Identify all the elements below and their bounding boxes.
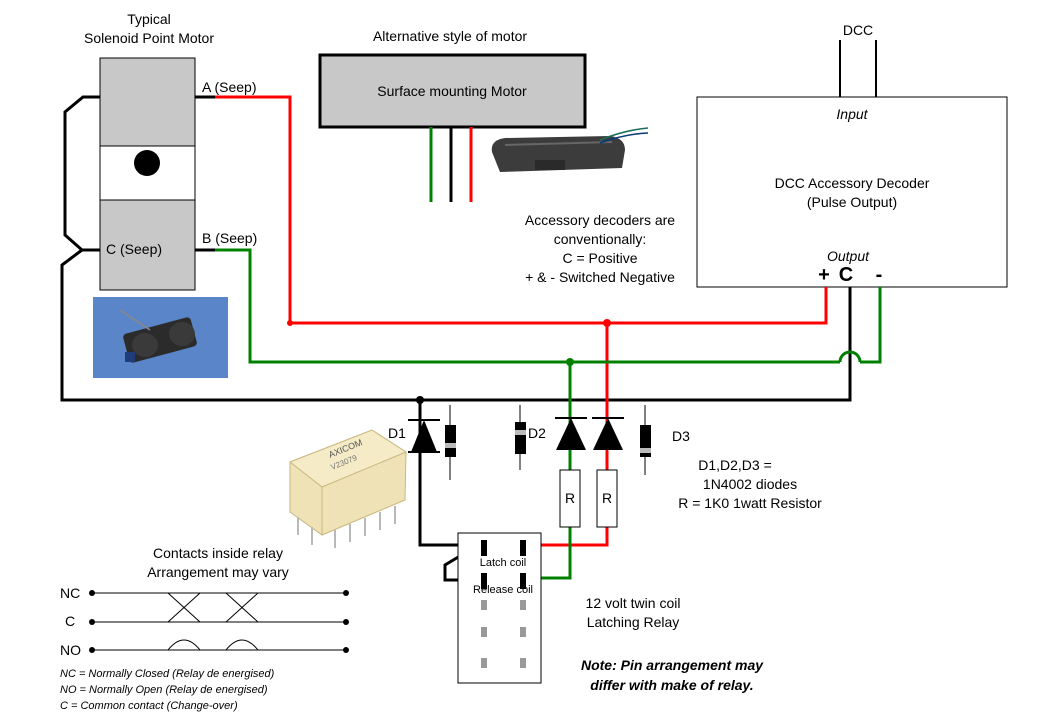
resistor-1-label: R xyxy=(565,490,575,506)
legend-line-3: R = 1K0 1watt Resistor xyxy=(678,495,822,511)
contact-key-nc: NC = Normally Closed (Relay de energised… xyxy=(60,668,275,680)
surface-motor-photo xyxy=(491,127,649,172)
decoder-plus-terminal: + xyxy=(818,264,830,286)
junction-red-2 xyxy=(603,319,611,327)
decoder-box xyxy=(696,96,1008,288)
junction-red-1 xyxy=(287,320,293,326)
legend-line-1: D1,D2,D3 = xyxy=(698,457,772,473)
junction-green xyxy=(566,358,574,366)
contacts-schematic xyxy=(92,592,346,651)
terminal-a-label: A (Seep) xyxy=(202,79,256,95)
contact-nc-label: NC xyxy=(60,585,80,601)
decoder-common-terminal: C xyxy=(839,264,853,286)
diode-d2-label: D2 xyxy=(528,425,546,441)
relay-title-2: Latching Relay xyxy=(587,614,680,630)
relay-pin-box xyxy=(457,532,542,684)
decoder-title-2: (Pulse Output) xyxy=(807,194,897,210)
contact-key-no: NO = Normally Open (Relay de energised) xyxy=(60,684,268,696)
contact-key-c: C = Common contact (Change-over) xyxy=(60,700,238,712)
diode-d1-symbol xyxy=(408,419,440,453)
relay-photo: AXICOM V23079 xyxy=(289,429,408,548)
contact-terminals xyxy=(89,590,349,653)
release-coil-label: Release coil xyxy=(473,584,533,596)
relay-title-1: 12 volt twin coil xyxy=(586,595,681,611)
diode-d3-label: D3 xyxy=(672,428,690,444)
contact-no-label: NO xyxy=(60,642,81,658)
diode-d1-component xyxy=(445,405,456,480)
contacts-title-2: Arrangement may vary xyxy=(147,564,289,580)
junction-black xyxy=(416,396,424,404)
pin-note-1: Note: Pin arrangement may xyxy=(581,657,764,673)
contacts-title-1: Contacts inside relay xyxy=(153,545,283,561)
contact-c-label: C xyxy=(65,613,75,629)
diode-d3-symbol xyxy=(592,417,624,450)
resistor-2-label: R xyxy=(602,490,612,506)
diode-d3-component xyxy=(640,405,651,475)
terminal-c-label: C (Seep) xyxy=(106,241,162,257)
solenoid-motor xyxy=(99,57,196,291)
motor-title-1: Typical xyxy=(127,11,171,27)
decoder-minus-terminal: - xyxy=(876,264,883,286)
accessory-note-1: Accessory decoders are xyxy=(525,212,675,228)
diode-d1-label: D1 xyxy=(388,425,406,441)
legend-line-2: 1N4002 diodes xyxy=(703,476,797,492)
accessory-note-3: C = Positive xyxy=(562,250,637,266)
pin-note-2: differ with make of relay. xyxy=(590,677,753,693)
decoder-title-1: DCC Accessory Decoder xyxy=(775,175,930,191)
accessory-note-2: conventionally: xyxy=(554,231,647,247)
surface-motor-label: Surface mounting Motor xyxy=(377,83,527,99)
relay-pins xyxy=(481,540,526,668)
decoder-input-label: Input xyxy=(836,106,868,122)
resistor-2 xyxy=(596,469,618,528)
seep-motor-photo xyxy=(93,297,228,378)
diode-d2-symbol xyxy=(555,417,587,450)
alt-motor-caption: Alternative style of motor xyxy=(373,28,527,44)
diode-d2-component xyxy=(515,405,526,470)
surface-motor-box xyxy=(318,53,587,129)
motor-title-2: Solenoid Point Motor xyxy=(84,30,214,46)
decoder-output-label: Output xyxy=(827,248,870,264)
motor-plunger xyxy=(134,150,160,176)
accessory-note-4: + & - Switched Negative xyxy=(525,269,675,285)
latch-coil-label: Latch coil xyxy=(480,557,526,569)
dcc-label: DCC xyxy=(843,22,873,38)
terminal-b-label: B (Seep) xyxy=(202,230,257,246)
resistor-1 xyxy=(559,469,581,528)
